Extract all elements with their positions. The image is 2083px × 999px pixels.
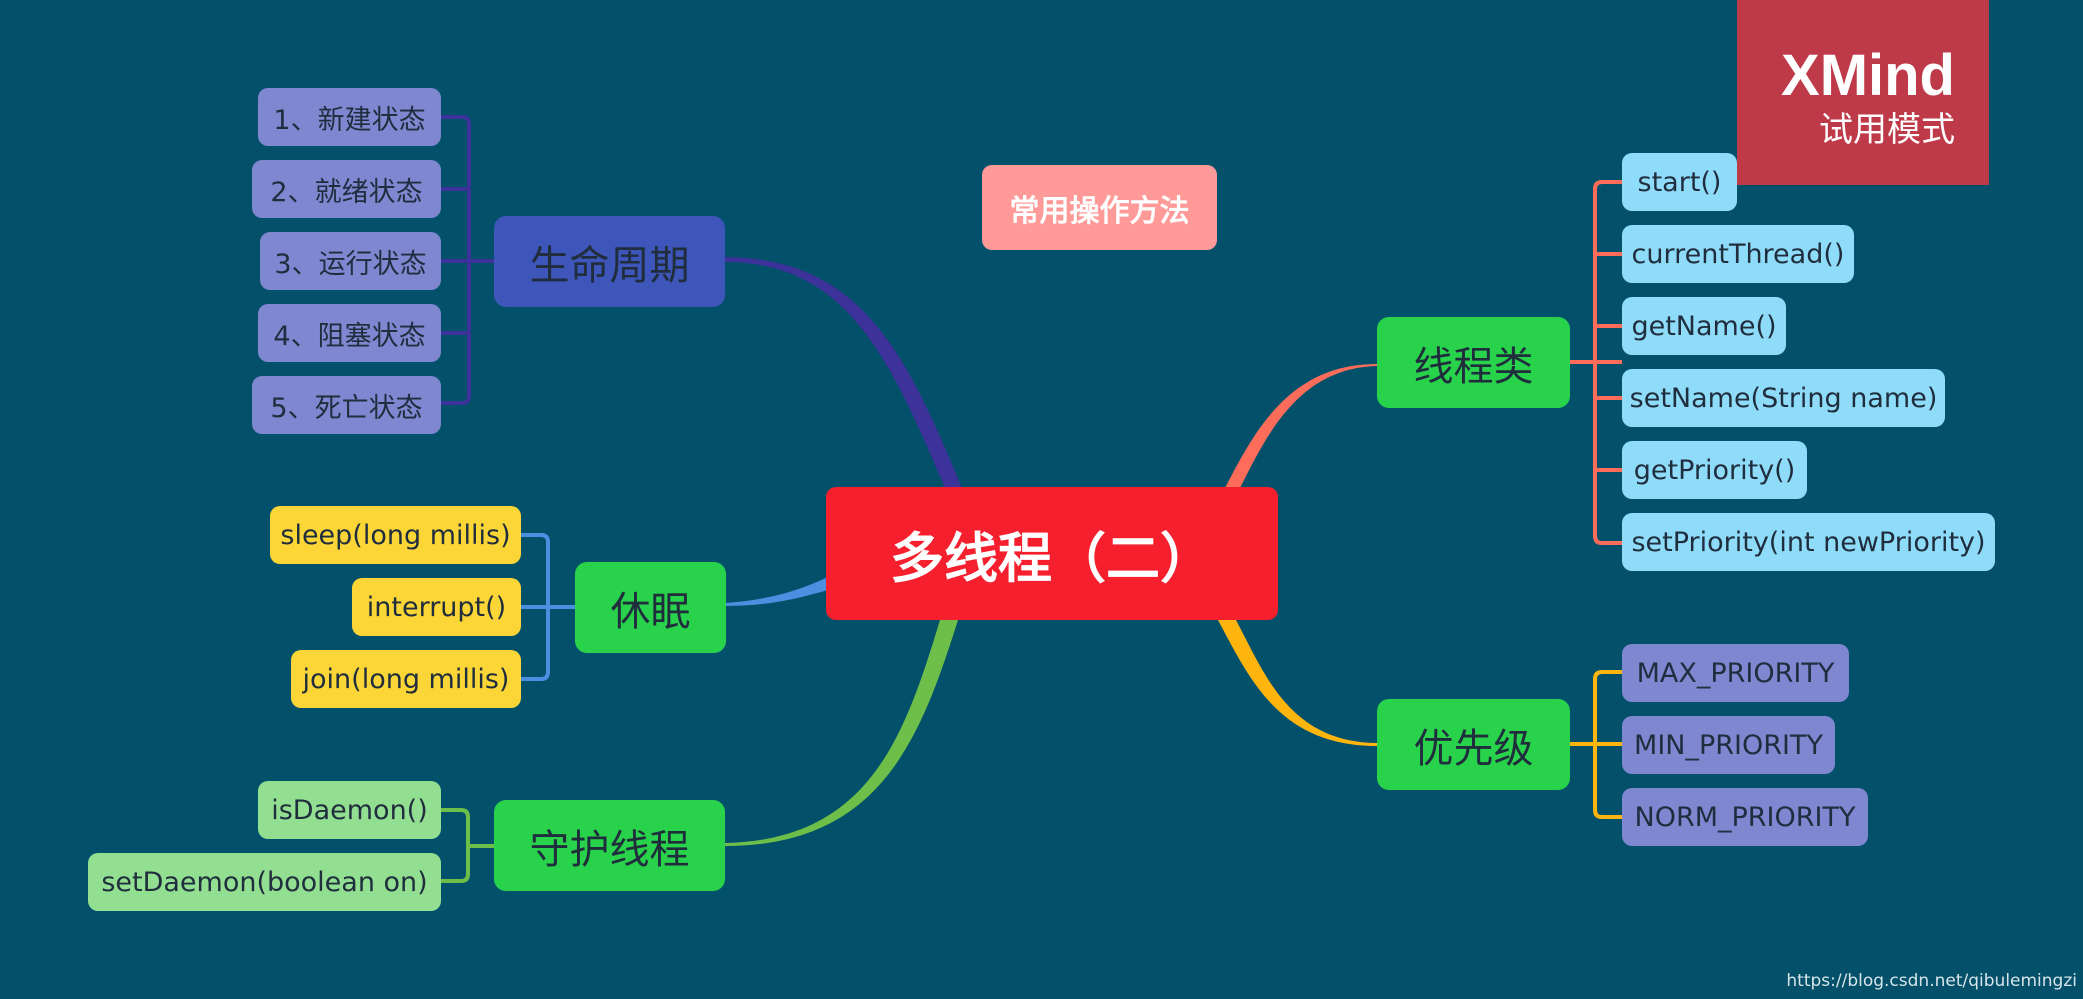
bracket-thread [1570,180,1622,545]
watermark-mode: 试用模式 [1819,110,1955,150]
topic-lifecycle[interactable]: 生命周期 [494,216,725,307]
connector-sleep [725,577,828,606]
connector-thread [1225,364,1377,488]
subtopic-running-state[interactable]: 3、运行状态 [260,232,441,290]
connector-lifecycle [725,257,962,488]
subtopic-sleep-method[interactable]: sleep(long millis) [270,506,521,564]
subtopic-setdaemon-method[interactable]: setDaemon(boolean on) [88,853,441,911]
subtopic-norm-priority[interactable]: NORM_PRIORITY [1622,788,1868,846]
subtopic-setpriority-method[interactable]: setPriority(int newPriority) [1622,513,1995,571]
subtopic-currentthread-method[interactable]: currentThread() [1622,225,1854,283]
subtopic-isdaemon-method[interactable]: isDaemon() [258,781,441,839]
bracket-daemon [441,808,494,883]
connector-priority [1218,620,1377,746]
connector-daemon [725,620,958,846]
watermark-brand: XMind [1781,43,1955,108]
bracket-lifecycle [437,115,494,405]
topic-priority[interactable]: 优先级 [1377,699,1570,790]
subtopic-join-method[interactable]: join(long millis) [291,650,521,708]
subtopic-min-priority[interactable]: MIN_PRIORITY [1622,716,1835,774]
subtopic-max-priority[interactable]: MAX_PRIORITY [1622,644,1849,702]
topic-sleep[interactable]: 休眠 [575,562,726,653]
subtopic-getpriority-method[interactable]: getPriority() [1622,441,1807,499]
subtopic-dead-state[interactable]: 5、死亡状态 [252,376,441,434]
subtopic-ready-state[interactable]: 2、就绪状态 [252,160,441,218]
floating-topic[interactable]: 常用操作方法 [982,165,1217,250]
topic-thread-class[interactable]: 线程类 [1377,317,1570,408]
root-topic[interactable]: 多线程（二） [826,487,1278,620]
subtopic-blocked-state[interactable]: 4、阻塞状态 [258,304,441,362]
subtopic-start-method[interactable]: start() [1622,153,1737,211]
source-url: https://blog.csdn.net/qibulemingzi [1786,971,2077,991]
subtopic-getname-method[interactable]: getName() [1622,297,1786,355]
bracket-sleep [521,533,575,681]
subtopic-interrupt-method[interactable]: interrupt() [352,578,521,636]
bracket-priority [1570,670,1622,819]
topic-daemon-thread[interactable]: 守护线程 [494,800,725,891]
subtopic-setname-method[interactable]: setName(String name) [1622,369,1945,427]
xmind-trial-watermark: XMind 试用模式 [1737,0,1989,185]
subtopic-new-state[interactable]: 1、新建状态 [258,88,441,146]
